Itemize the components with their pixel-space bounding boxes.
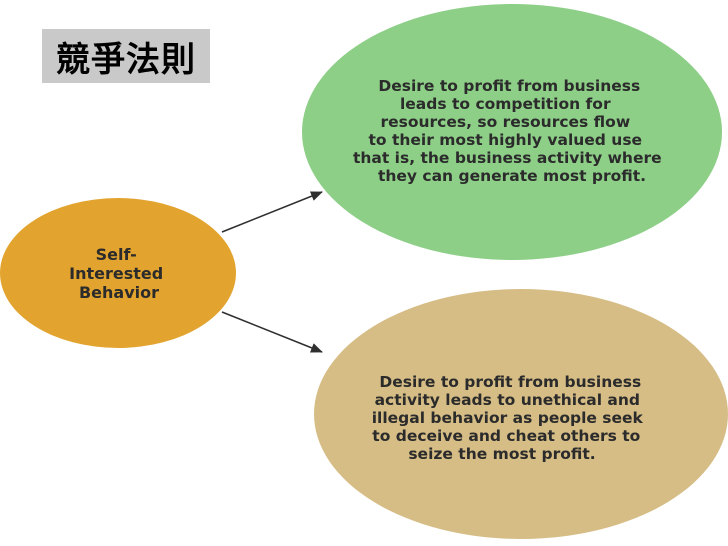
page-title: 競爭法則 bbox=[56, 39, 196, 80]
unethical-line-3: illegal behavior as people seek bbox=[372, 409, 644, 427]
unethical-node bbox=[314, 289, 728, 539]
unethical-line-1: Desire to profit from business bbox=[379, 373, 641, 391]
self-interested-line-3: Behavior bbox=[79, 283, 159, 302]
competition-line-1: Desire to profit from business bbox=[378, 77, 640, 95]
unethical-text: Desire to profit from business activity … bbox=[372, 373, 649, 463]
unethical-line-4: to deceive and cheat others to bbox=[372, 427, 640, 445]
title-box: 競爭法則 bbox=[42, 29, 210, 83]
self-interested-line-1: Self- bbox=[96, 245, 137, 264]
arrow-to-competition bbox=[221, 191, 323, 233]
competition-node bbox=[302, 4, 722, 260]
competition-line-2: leads to competition for bbox=[400, 95, 611, 113]
competition-line-5: that is, the business activity where bbox=[353, 149, 662, 167]
unethical-line-5: seize the most profit. bbox=[408, 445, 595, 463]
unethical-line-2: activity leads to unethical and bbox=[375, 391, 640, 409]
competition-text: Desire to profit from business leads to … bbox=[353, 77, 667, 185]
competition-line-3: resources, so resources flow bbox=[380, 113, 630, 131]
self-interested-line-2: Interested bbox=[69, 264, 163, 283]
competition-line-4: to their most highly valued use bbox=[369, 131, 643, 149]
self-interested-node bbox=[0, 198, 236, 348]
competition-line-6: they can generate most profit. bbox=[378, 167, 646, 185]
self-interested-text: Self- Interested Behavior bbox=[69, 245, 169, 302]
arrow-to-unethical bbox=[221, 311, 323, 353]
